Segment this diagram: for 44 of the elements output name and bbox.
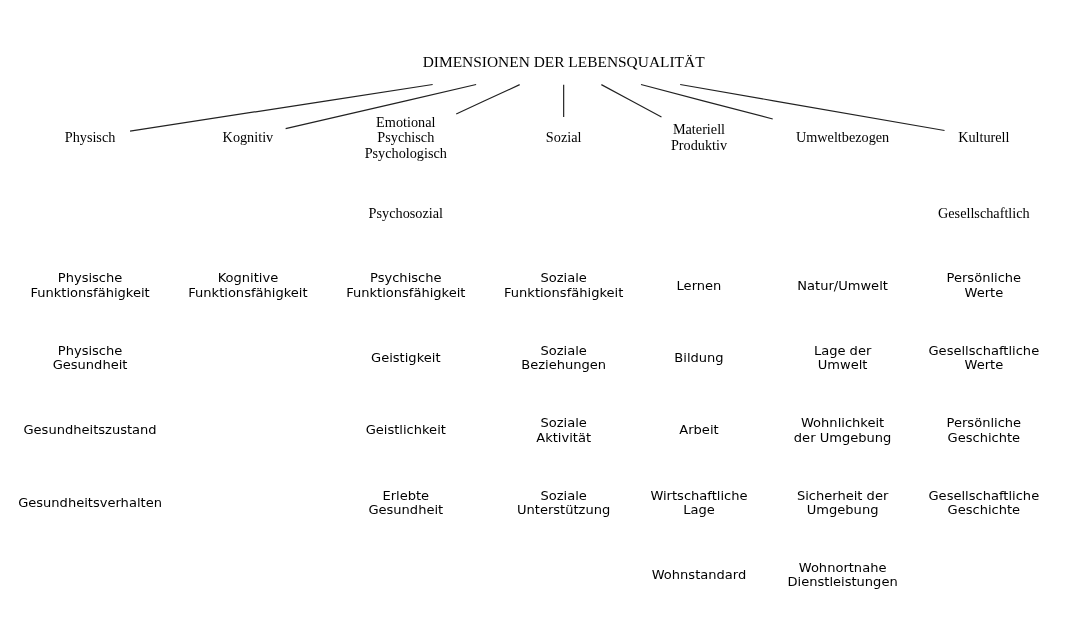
node-text: Materiell Produktiv (670, 121, 728, 153)
label: Gesellschaftliche Werte (928, 342, 1040, 373)
node-text: Umweltbezogen (795, 129, 890, 146)
node-text: Emotional Psychisch Psychologisch (364, 113, 447, 161)
label: Wohnlichkeit der Umgebung (793, 415, 892, 445)
node-text: Sozial (545, 129, 582, 146)
label: Soziale Unterstützung (517, 487, 611, 517)
node-text: Physisch (64, 129, 116, 146)
node-text: DIMENSIONEN DER LEBENSQUALITÄT (422, 53, 705, 71)
label: Lage der Umwelt (813, 342, 872, 373)
label: Physische Funktionsfähigkeit (30, 270, 150, 300)
label: Geistlichkeit (365, 422, 446, 438)
node-text: Kognitiv (222, 129, 274, 146)
connector (640, 83, 774, 120)
connector (600, 84, 663, 118)
label: Soziale Aktivität (536, 415, 592, 445)
label: Soziale Beziehungen (521, 342, 607, 373)
label: Bildung (674, 349, 724, 365)
connector (285, 83, 477, 130)
label: Soziale Funktionsfähigkeit (504, 270, 624, 300)
label: Physische Gesundheit (52, 342, 128, 373)
label: Erlebte Gesundheit (368, 487, 444, 517)
label: Persönliche Werte (946, 270, 1022, 300)
connector (563, 84, 565, 118)
label: Persönliche Geschichte (946, 415, 1022, 445)
label: Gesundheitsverhalten (18, 494, 162, 510)
label: Psychische Funktionsfähigkeit (346, 270, 466, 300)
label: Arbeit (679, 422, 719, 438)
label: Lernen (676, 277, 722, 293)
label: Wirtschaftliche Lage (650, 487, 748, 517)
label: Wohnstandard (651, 567, 747, 583)
label: Gesellschaftliche Geschichte (928, 487, 1040, 517)
label: Natur/Umwelt (797, 277, 888, 293)
label: Gesundheitszustand (23, 422, 157, 438)
connector (455, 84, 521, 115)
connector (129, 83, 434, 132)
node-text: Kulturell (958, 129, 1010, 146)
label: Sicherheit der Umgebung (796, 487, 889, 517)
label: Geistigkeit (371, 349, 441, 365)
connector (679, 83, 946, 132)
label: Gesellschaftlich (938, 204, 1030, 221)
label: Wohnortnahe Dienstleistungen (787, 560, 898, 590)
label: Kognitive Funktionsfähigkeit (188, 270, 308, 300)
label: Psychosozial (368, 204, 443, 221)
